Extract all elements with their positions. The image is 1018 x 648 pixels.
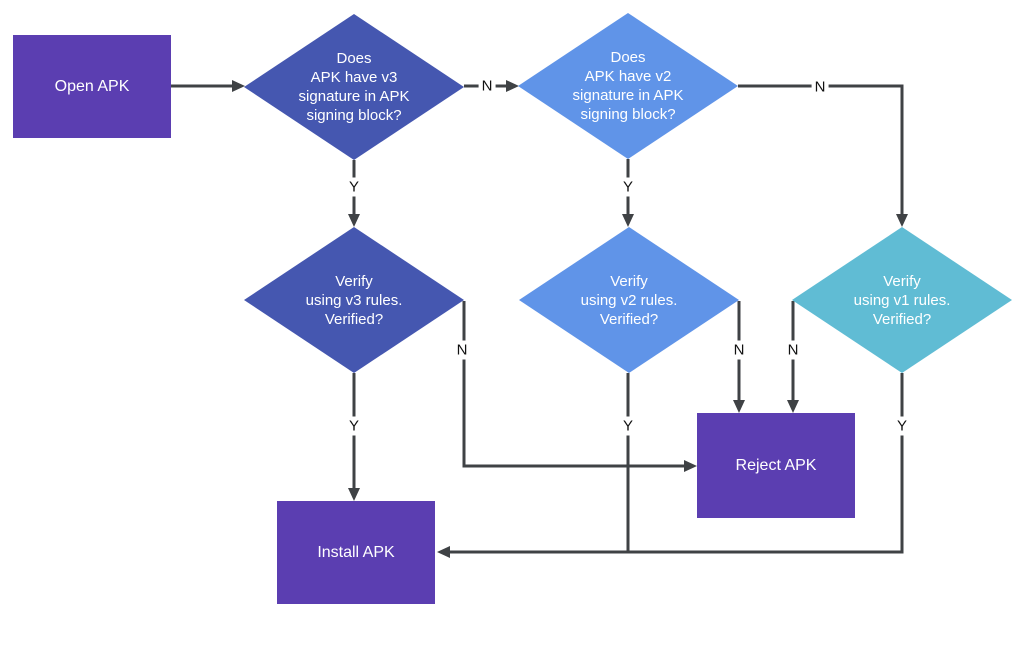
edge-label-verify-v3-no: N — [453, 340, 471, 360]
edge-label-verify-v1-yes: Y — [893, 416, 911, 436]
edge-label-check-v3-no: N — [478, 76, 496, 96]
edge-label-verify-v3-yes: Y — [345, 416, 363, 436]
node-open-apk: Open APK — [13, 35, 171, 138]
edge-label-check-v2-no: N — [811, 77, 829, 97]
node-install-apk: Install APK — [277, 501, 435, 604]
edge-label-verify-v2-yes: Y — [619, 416, 637, 436]
edge-label-check-v3-yes: Y — [345, 177, 363, 197]
edge-label-check-v2-yes: Y — [619, 177, 637, 197]
node-reject-apk: Reject APK — [697, 413, 855, 518]
edge-label-verify-v1-no: N — [784, 340, 802, 360]
edge-check-v2-no — [738, 84, 908, 227]
edge-label-verify-v2-no: N — [730, 340, 748, 360]
